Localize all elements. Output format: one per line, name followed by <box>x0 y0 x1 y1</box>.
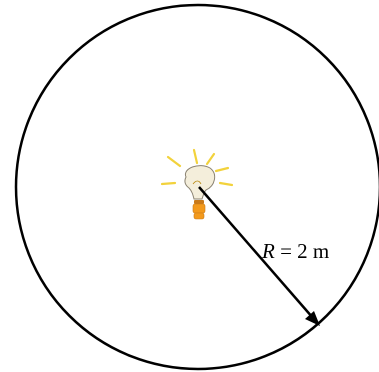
radius-label: R = 2 m <box>261 239 329 263</box>
boundary-circle <box>14 3 379 371</box>
radius-value: = 2 m <box>275 239 329 263</box>
radius-arrow <box>198 186 320 326</box>
radius-variable: R <box>261 239 275 263</box>
light-bulb-icon <box>160 148 234 220</box>
